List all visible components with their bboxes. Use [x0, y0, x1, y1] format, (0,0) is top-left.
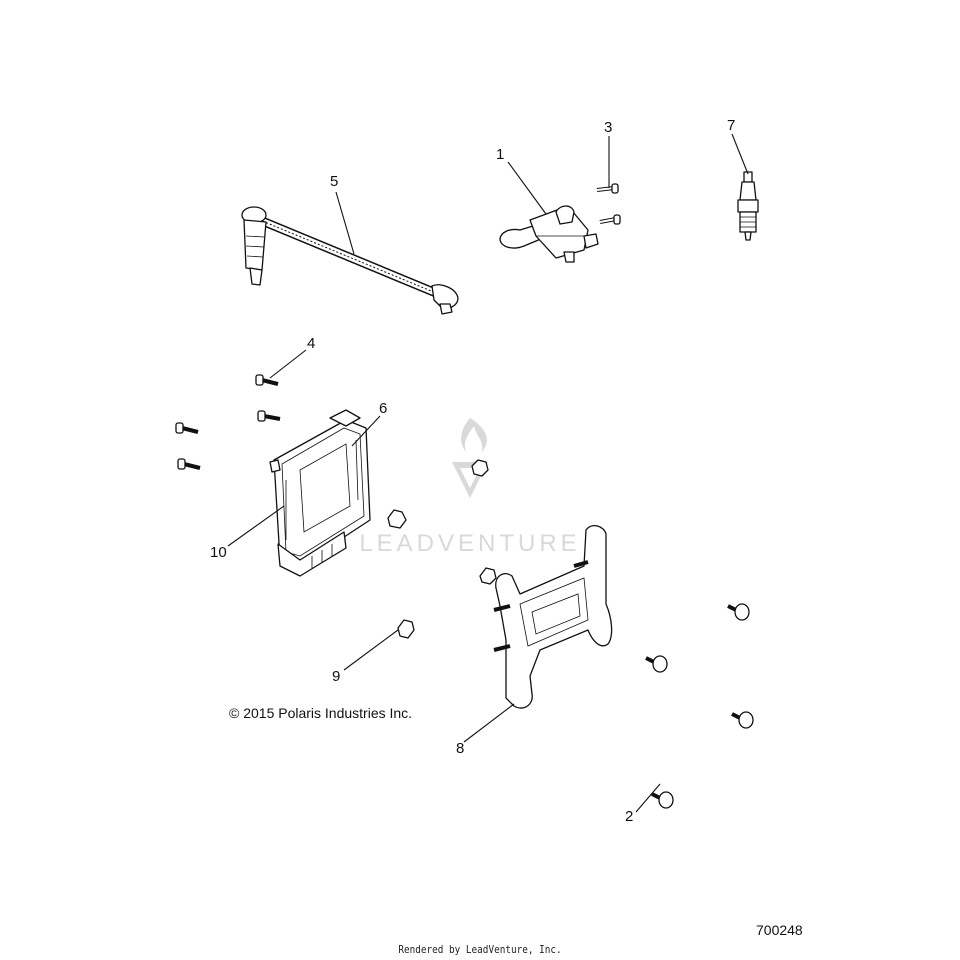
- leader-line-2: [635, 783, 661, 813]
- ecu-module[interactable]: [269, 409, 371, 577]
- ecu-bolt-2[interactable]: [257, 410, 281, 422]
- leader-line-1: [507, 161, 547, 215]
- ecu-bolt-3[interactable]: [175, 422, 199, 434]
- spark-plug-wire[interactable]: [241, 206, 459, 315]
- callout-1[interactable]: 1: [496, 146, 505, 163]
- callout-6[interactable]: 6: [379, 400, 388, 417]
- flame-logo-icon: [452, 418, 488, 498]
- watermark-text: LEADVENTURE: [359, 530, 580, 557]
- leader-line-10: [227, 505, 285, 547]
- callout-8[interactable]: 8: [456, 740, 465, 757]
- leader-line-7: [731, 133, 749, 175]
- leader-line-9: [343, 629, 399, 671]
- callout-9[interactable]: 9: [332, 668, 341, 685]
- callout-5[interactable]: 5: [330, 173, 339, 190]
- callout-2[interactable]: 2: [625, 808, 634, 825]
- leader-line-6: [351, 415, 381, 447]
- callout-3[interactable]: 3: [604, 119, 613, 136]
- leader-line-4: [269, 349, 307, 379]
- flange-bolt-3[interactable]: [731, 711, 754, 729]
- nut-1[interactable]: [471, 459, 489, 477]
- callout-10[interactable]: 10: [210, 544, 227, 561]
- flange-bolt-2[interactable]: [645, 655, 668, 673]
- coil-bolt-upper[interactable]: [596, 183, 619, 194]
- leader-line-8: [463, 703, 515, 743]
- callout-7[interactable]: 7: [727, 117, 736, 134]
- drawing-number: 700248: [756, 922, 803, 938]
- rendered-by-footer: Rendered by LeadVenture, Inc.: [398, 943, 562, 956]
- ecu-bolt-1[interactable]: [255, 374, 279, 386]
- callout-4[interactable]: 4: [307, 335, 316, 352]
- copyright-notice: © 2015 Polaris Industries Inc.: [229, 705, 413, 721]
- spark-plug[interactable]: [737, 171, 759, 241]
- flange-bolt-1[interactable]: [727, 603, 750, 621]
- watermark: LEADVENTURE: [359, 418, 580, 557]
- flange-bolt-4[interactable]: [651, 791, 674, 809]
- nut-2[interactable]: [387, 509, 407, 529]
- leader-line-5: [335, 191, 355, 255]
- nut-3[interactable]: [479, 567, 497, 585]
- nut-4[interactable]: [397, 619, 415, 639]
- mounting-bracket[interactable]: [493, 524, 613, 709]
- ecu-bolt-4[interactable]: [177, 458, 201, 470]
- ignition-coil[interactable]: [499, 205, 599, 263]
- leader-lines: [227, 133, 749, 813]
- coil-bolt-lower[interactable]: [599, 214, 621, 225]
